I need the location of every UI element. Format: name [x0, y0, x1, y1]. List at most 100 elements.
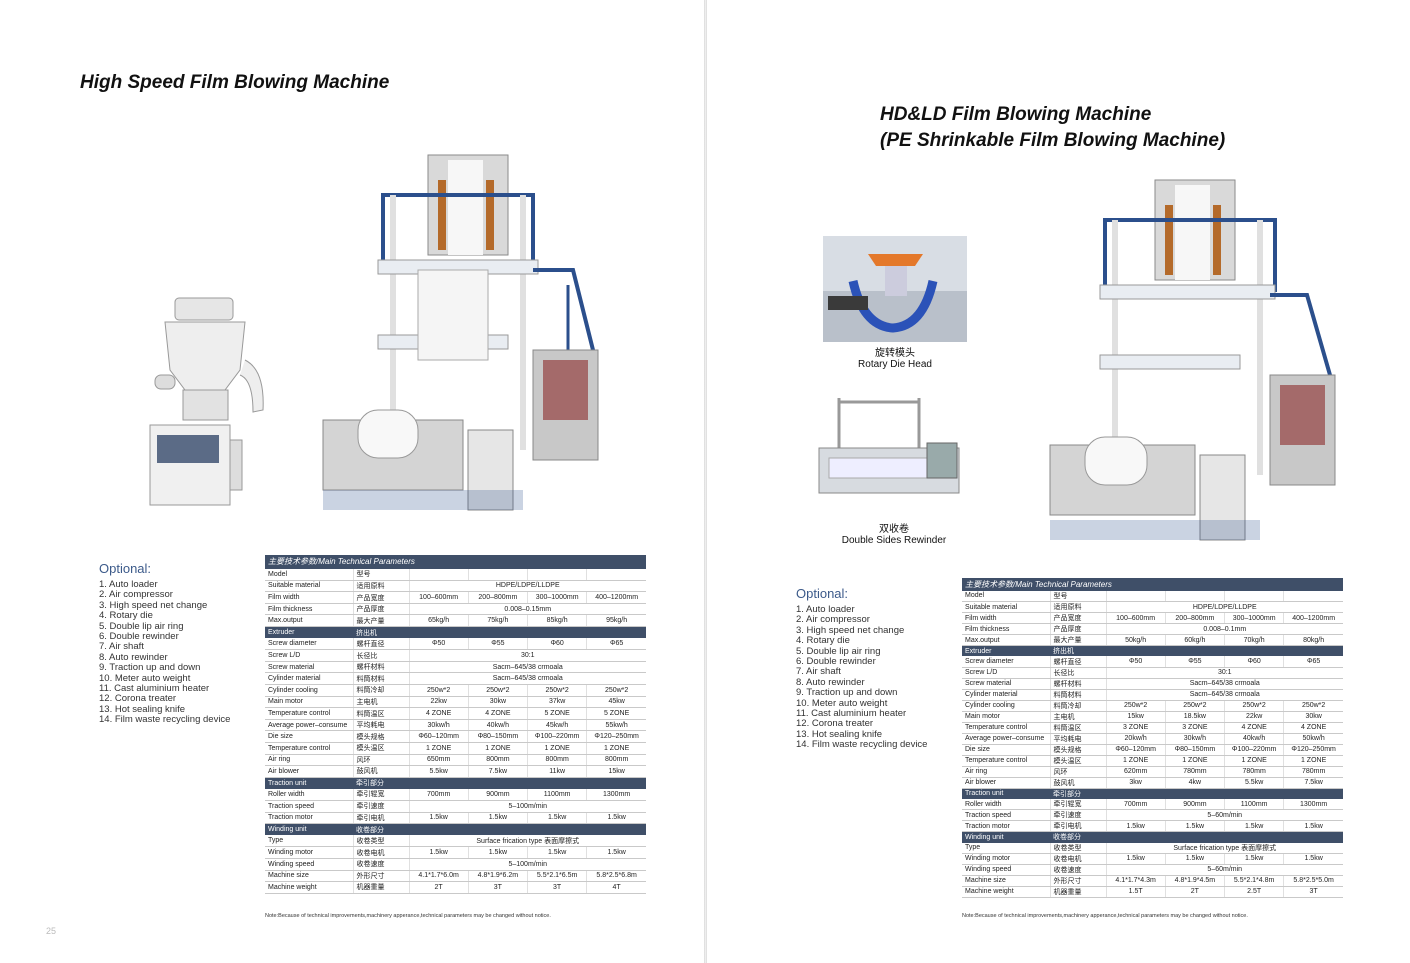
param-value: 15kw	[586, 765, 646, 778]
param-value: 1.5kw	[1223, 820, 1284, 833]
rotary-die-head-image	[823, 236, 967, 342]
param-value	[1164, 590, 1225, 603]
optional-item: 8. Auto rewinder	[99, 651, 168, 663]
param-value: 5 ZONE	[526, 707, 587, 720]
param-value: 900mm	[467, 788, 528, 801]
param-value: 75kg/h	[467, 614, 528, 628]
param-name: Cylinder material	[265, 672, 353, 686]
param-value	[1283, 590, 1343, 603]
param-name-zh: 模头规格	[352, 730, 409, 743]
param-value: 780mm	[1283, 766, 1343, 778]
param-value: 200–800mm	[467, 591, 528, 604]
optional-item: 4. Rotary die	[796, 635, 850, 647]
param-value: 700mm	[408, 788, 469, 801]
param-value: 1.5kw	[1283, 820, 1343, 833]
optional-item: 7. Air shaft	[99, 641, 144, 653]
param-value: 780mm	[1223, 766, 1284, 778]
optional-item: 12. Corona treater	[796, 718, 874, 730]
param-value: 85kg/h	[526, 614, 587, 628]
param-value: 1.5kw	[586, 812, 646, 825]
param-name: Die size	[265, 730, 353, 743]
param-name: Winding speed	[962, 864, 1050, 876]
param-value: 70kg/h	[1223, 634, 1284, 647]
rotary-die-caption-zh: 旋转模头	[875, 348, 915, 359]
param-name: Machine size	[265, 870, 353, 883]
param-value: Φ100–220mm	[526, 730, 587, 743]
param-value: 20kw/h	[1105, 733, 1166, 745]
param-name-zh: 最大产量	[1049, 634, 1106, 647]
param-name: Cylinder cooling	[962, 700, 1050, 712]
param-value: 4 ZONE	[467, 707, 528, 720]
param-value: 2T	[408, 881, 469, 894]
param-name: Traction speed	[265, 800, 353, 813]
param-name: Type	[265, 835, 353, 848]
param-name-zh: 机器重量	[352, 881, 409, 894]
param-value: 15kw	[1105, 711, 1166, 723]
rewinder-caption-zh: 双收卷	[879, 524, 909, 535]
param-name: Roller width	[962, 798, 1050, 811]
section-label-zh: 牵引部分	[353, 777, 646, 789]
param-name: Traction motor	[265, 812, 353, 825]
param-value: 95kg/h	[586, 614, 646, 628]
optional-item: 14. Film waste recycling device	[99, 714, 231, 726]
section-label-zh: 收卷部分	[353, 823, 646, 836]
param-value: 45kw	[586, 696, 646, 709]
param-name: Film thickness	[962, 623, 1050, 636]
page-fold	[704, 0, 707, 963]
param-name-zh: 牵引辊宽	[352, 788, 409, 801]
optional-title: Optional:	[99, 561, 152, 576]
param-value: 2.5T	[1223, 886, 1284, 898]
param-name-zh: 模头温区	[1049, 755, 1106, 767]
param-value: 60kg/h	[1164, 634, 1225, 647]
param-value: Φ65	[586, 638, 646, 651]
param-value: 1.5kw	[586, 846, 646, 859]
param-value: Sacm–645/38 crmoala	[408, 672, 646, 686]
right-page: HD&LD Film Blowing Machine (PE Shrinkabl…	[707, 0, 1410, 963]
param-name-zh: 料筒冷却	[352, 684, 409, 697]
param-value: 1.5kw	[408, 812, 469, 825]
param-name: Air ring	[265, 754, 353, 767]
param-value: 200–800mm	[1164, 612, 1225, 625]
param-name-zh: 最大产量	[352, 614, 409, 628]
param-name: Traction motor	[962, 820, 1050, 833]
param-value: 250w*2	[1283, 700, 1343, 712]
param-value: 5–60m/min	[1105, 809, 1343, 822]
param-name: Screw L/D	[265, 649, 353, 662]
section-label: Traction unit	[962, 788, 1050, 799]
param-name-zh: 螺杆材料	[352, 661, 409, 674]
section-label: Traction unit	[265, 777, 353, 789]
param-value: 1 ZONE	[1164, 755, 1225, 767]
param-value: 5–60m/min	[1105, 864, 1343, 876]
param-value: 30kw/h	[1164, 733, 1225, 745]
param-value: Φ100–220mm	[1223, 744, 1284, 756]
optional-item: 10. Meter auto weight	[99, 672, 191, 684]
param-name-zh: 产品宽度	[352, 591, 409, 604]
optional-item: 11. Cast aluminium heater	[99, 683, 210, 695]
param-value: 250w*2	[586, 684, 646, 697]
optional-item: 1. Auto loader	[796, 604, 855, 615]
param-name: Temperature control	[962, 722, 1050, 734]
param-value: 250w*2	[526, 684, 587, 697]
param-value: 50kw/h	[1283, 733, 1343, 745]
optional-item: 14. Film waste recycling device	[796, 739, 928, 751]
param-value: 300–1000mm	[1223, 612, 1284, 625]
param-name-zh: 螺杆材料	[1049, 678, 1106, 690]
param-name-zh: 螺杆直径	[1049, 656, 1106, 668]
param-name-zh: 螺杆直径	[352, 638, 409, 651]
param-name-zh: 外形尺寸	[352, 870, 409, 883]
